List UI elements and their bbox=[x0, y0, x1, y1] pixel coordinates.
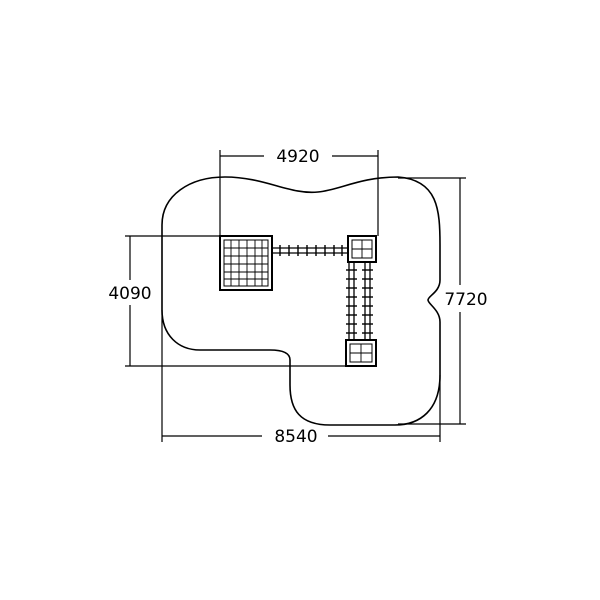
safety-zone-outline bbox=[161, 176, 441, 426]
dimension-label-top: 4920 bbox=[276, 147, 319, 167]
upper-platform-tower bbox=[347, 235, 377, 263]
lower-platform-tower bbox=[345, 339, 377, 367]
dimension-label-bottom: 8540 bbox=[274, 427, 317, 447]
climbing-grid-tower bbox=[219, 235, 273, 291]
rope-bridge bbox=[272, 245, 347, 256]
dimension-bottom bbox=[161, 310, 441, 442]
grid-tower-mesh bbox=[224, 240, 268, 286]
vertical-bridge bbox=[346, 262, 373, 340]
dimension-label-left: 4090 bbox=[108, 284, 151, 304]
dimension-top bbox=[219, 150, 379, 236]
dimension-left bbox=[125, 235, 345, 367]
dimension-label-right: 7720 bbox=[444, 290, 487, 310]
grid-tower-frame bbox=[219, 235, 273, 291]
dimension-right bbox=[398, 177, 466, 425]
grid-tower-inner bbox=[223, 239, 269, 287]
